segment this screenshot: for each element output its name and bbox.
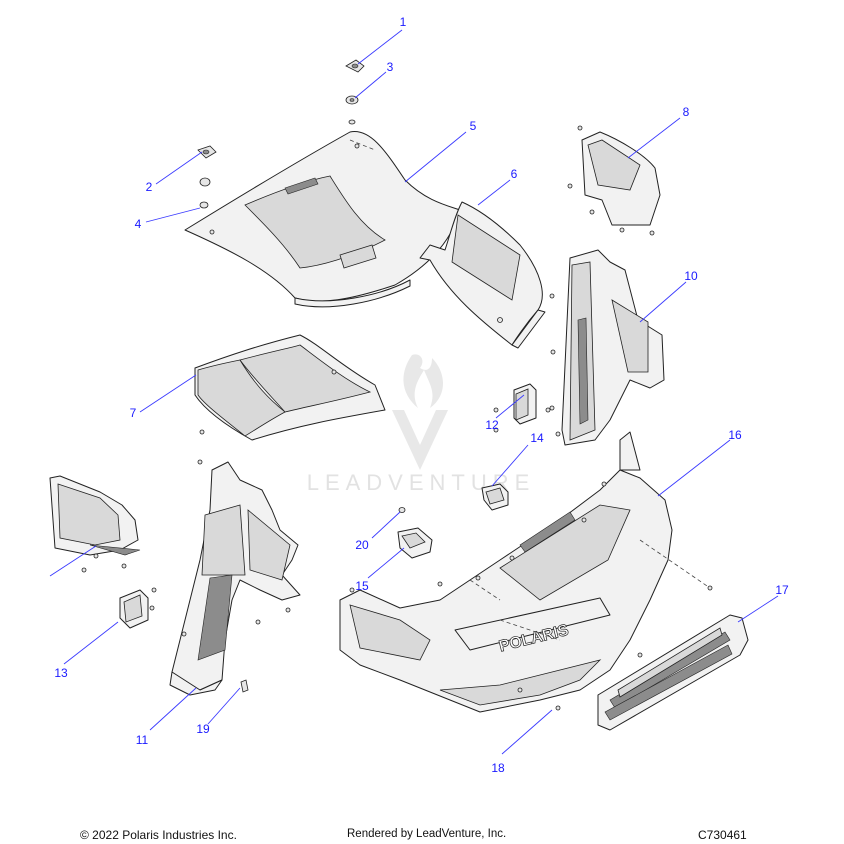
callout-6: 6 [511, 167, 518, 181]
callout-1: 1 [400, 15, 407, 29]
bracket-13 [119, 587, 157, 629]
copyright-text: © 2022 Polaris Industries Inc. [80, 828, 237, 842]
callout-10: 10 [684, 269, 698, 283]
rendered-by-text: Rendered by LeadVenture, Inc. [347, 828, 507, 840]
callout-4: 4 [135, 217, 142, 231]
right-side-panel [419, 201, 546, 349]
callout-19: 19 [196, 722, 210, 736]
small-bracket-12 [493, 383, 551, 433]
side-latch-part [197, 145, 217, 209]
left-vertical-support [169, 429, 301, 696]
callout-17: 17 [775, 583, 789, 597]
left-side-panel [194, 334, 386, 441]
callout-14: 14 [530, 431, 544, 445]
callout-2: 2 [146, 180, 153, 194]
bracket-15 [397, 507, 433, 559]
bolt-19 [240, 679, 249, 693]
front-grille [597, 614, 749, 731]
hood-panel [184, 131, 461, 308]
callout-11: 11 [136, 733, 149, 747]
callout-8: 8 [683, 105, 690, 119]
callout-7: 7 [130, 406, 137, 420]
watermark-logo [392, 354, 448, 470]
callout-5: 5 [470, 119, 477, 133]
leader-lines [49, 29, 779, 755]
upper-right-bracket [567, 125, 661, 236]
callout-16: 16 [728, 428, 742, 442]
callout-12: 12 [485, 418, 499, 432]
callout-15: 15 [355, 579, 369, 593]
right-vertical-support [549, 249, 665, 446]
callout-13: 13 [54, 666, 68, 680]
clip-14 [481, 483, 509, 511]
drawing-number: C730461 [698, 828, 747, 842]
hood-latch-part [345, 59, 365, 125]
callout-20: 20 [355, 538, 369, 552]
callouts: 1 2 3 4 5 6 7 8 10 11 12 13 14 15 16 17 … [54, 15, 789, 775]
callout-3: 3 [387, 60, 394, 74]
left-lower-bracket [49, 475, 141, 573]
front-bumper: POLARIS [339, 431, 713, 713]
callout-18: 18 [491, 761, 505, 775]
